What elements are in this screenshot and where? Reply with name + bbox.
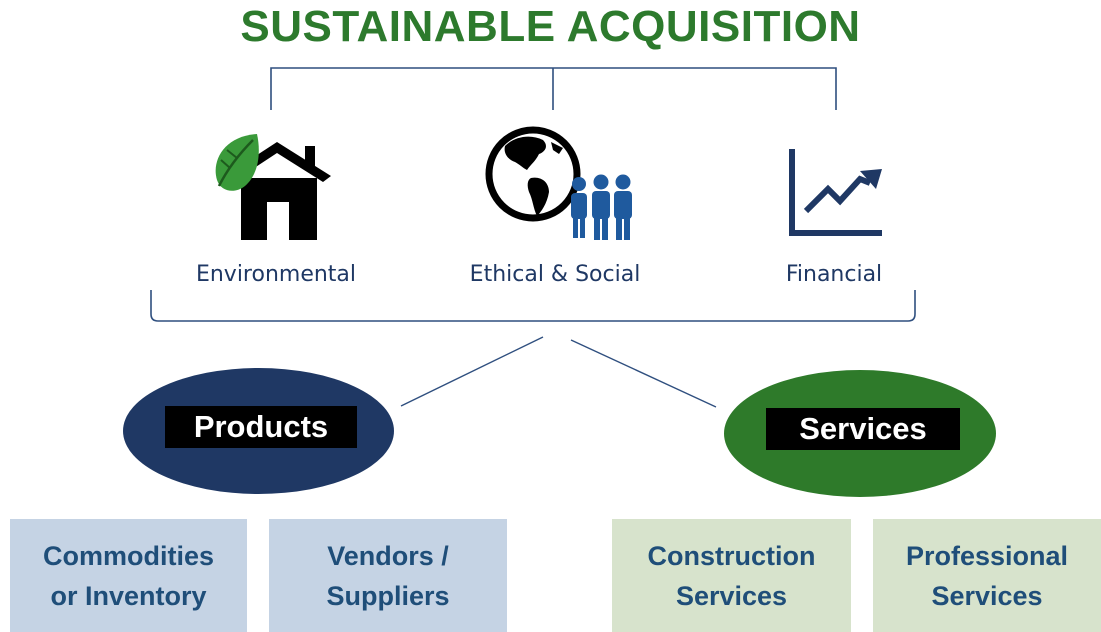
pillar-label-environmental: Environmental xyxy=(195,262,357,287)
box-construction-line2: Services xyxy=(675,580,788,611)
box-professional-line1: Professional xyxy=(905,540,1069,571)
box-commodities-line1: Commodities xyxy=(42,540,215,571)
products-connector xyxy=(400,336,544,407)
globe-people-icon xyxy=(483,124,643,242)
rising-chart-icon xyxy=(786,145,886,240)
box-vendors-line2: Suppliers xyxy=(326,580,450,611)
pillar-label-ethical-social: Ethical & Social xyxy=(469,262,641,287)
services-label: Services xyxy=(766,408,960,450)
box-commodities-line2: or Inventory xyxy=(50,580,207,611)
box-construction-line1: Construction xyxy=(647,540,816,571)
bottom-bracket xyxy=(150,290,916,322)
box-vendors-line1: Vendors / xyxy=(327,540,449,571)
box-professional-line2: Services xyxy=(931,580,1043,611)
box-professional-services: Professional Services xyxy=(873,519,1101,632)
diagram-title: SUSTAINABLE ACQUISITION xyxy=(240,2,861,51)
top-bracket xyxy=(270,67,837,110)
pillar-label-financial: Financial xyxy=(785,262,883,287)
box-commodities-inventory: Commodities or Inventory xyxy=(10,519,247,632)
products-label: Products xyxy=(165,406,357,448)
services-connector xyxy=(570,339,717,408)
box-vendors-suppliers: Vendors / Suppliers xyxy=(269,519,507,632)
box-construction-services: Construction Services xyxy=(612,519,851,632)
leaf-house-icon xyxy=(205,128,335,243)
